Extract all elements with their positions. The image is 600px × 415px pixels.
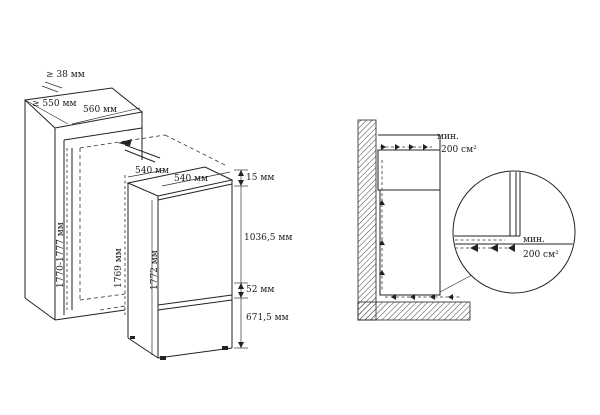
upper-cabinet (377, 149, 441, 191)
dim-width-560: 560 мм (83, 105, 117, 115)
floor-hatch (357, 301, 471, 321)
appliance-dimensions: 540 мм 540 мм 1772 мм 15 мм 1036,5 мм 52… (127, 166, 292, 355)
top-vent-min-label: мин. (437, 132, 459, 142)
dim-upper-1036: 1036,5 мм (244, 233, 292, 243)
bottom-airflow-arrows (385, 294, 460, 300)
dim-gap-15: 15 мм (246, 173, 274, 183)
dim-lower-671: 671,5 мм (246, 313, 289, 323)
dim-depth-540: 540 мм (135, 166, 169, 176)
wall-hatch (357, 119, 377, 321)
dim-overall-1772: 1772 мм (150, 250, 160, 290)
dim-height-1770-1777: 1770-1777 мм (56, 222, 66, 288)
dim-inner-1769: 1769 мм (114, 248, 124, 288)
dim-width-540: 540 мм (174, 174, 208, 184)
niche-drawing (23, 87, 226, 321)
niche-dimensions: ≥ 38 мм ≥ 550 мм 560 мм 1770-1777 мм 176… (24, 70, 141, 315)
push-arrow-icon (118, 139, 132, 146)
appliance-side (379, 189, 441, 296)
dim-min-38: ≥ 38 мм (46, 70, 85, 80)
ventilation-drawing: мин. 200 см² ми (357, 119, 576, 321)
bottom-vent-min-label: мин. (523, 235, 545, 245)
zoom-circle (452, 170, 576, 294)
top-vent-area-label: 200 см² (441, 145, 477, 155)
appliance-drawing (126, 166, 234, 360)
dim-depth-550: ≥ 550 мм (32, 99, 76, 109)
dim-gap-52: 52 мм (246, 285, 274, 295)
bottom-vent-area-label: 200 см² (523, 250, 559, 260)
top-airflow-arrows (380, 144, 432, 150)
